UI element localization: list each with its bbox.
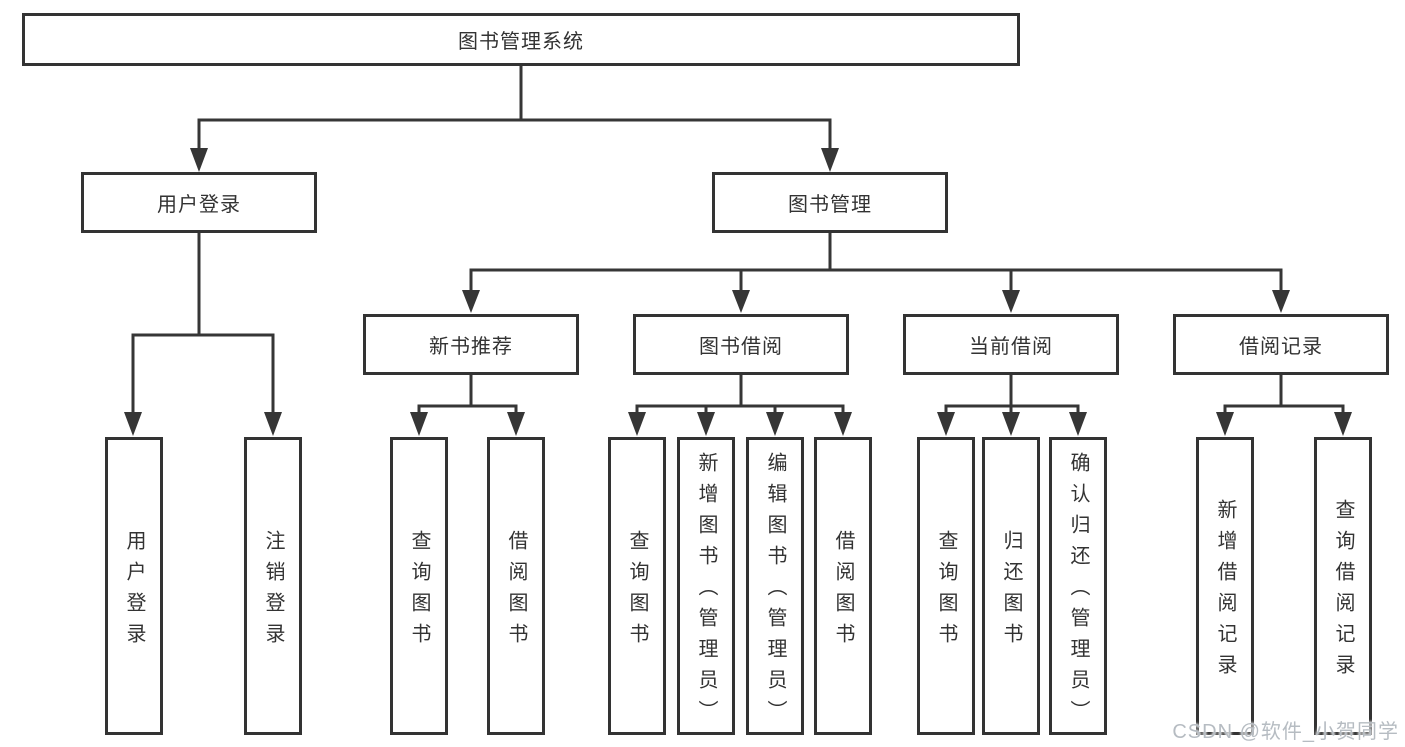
leaf-label: 归还图书 — [1000, 529, 1022, 654]
leaf-confirm-return-admin: 确认归还（管理员） — [1049, 437, 1107, 735]
leaf-query-books-current: 查询图书 — [917, 437, 975, 735]
leaf-label: 注销登录 — [262, 529, 284, 654]
leaf-label: 确认归还（管理员） — [1067, 452, 1089, 731]
leaf-label: 新增借阅记录 — [1214, 498, 1236, 685]
leaf-label: 借阅图书 — [832, 529, 854, 654]
leaf-query-books-borrow: 查询图书 — [608, 437, 666, 735]
leaf-add-books-admin: 新增图书（管理员） — [677, 437, 735, 735]
leaf-label: 查询图书 — [935, 529, 957, 654]
leaf-add-borrow-record: 新增借阅记录 — [1196, 437, 1254, 735]
leaf-return-books: 归还图书 — [982, 437, 1040, 735]
node-book-management: 图书管理 — [712, 172, 948, 233]
leaf-label: 查询借阅记录 — [1332, 498, 1354, 685]
leaf-label: 新增图书（管理员） — [695, 452, 717, 731]
leaf-borrow-books-recommend: 借阅图书 — [487, 437, 545, 735]
leaf-query-books-recommend: 查询图书 — [390, 437, 448, 735]
leaf-query-borrow-record: 查询借阅记录 — [1314, 437, 1372, 735]
leaf-edit-books-admin: 编辑图书（管理员） — [746, 437, 804, 735]
csdn-watermark: CSDN @软件_小贺同学 — [1172, 721, 1399, 743]
leaf-label: 查询图书 — [626, 529, 648, 654]
leaf-label: 编辑图书（管理员） — [764, 452, 786, 731]
leaf-user-login: 用户登录 — [105, 437, 163, 735]
node-borrowing-records: 借阅记录 — [1173, 314, 1389, 375]
leaf-label: 用户登录 — [123, 529, 145, 654]
node-current-borrowing: 当前借阅 — [903, 314, 1119, 375]
leaf-label: 借阅图书 — [505, 529, 527, 654]
node-user-login: 用户登录 — [81, 172, 317, 233]
leaf-logout: 注销登录 — [244, 437, 302, 735]
arrowhead-icons — [124, 148, 1352, 436]
leaf-borrow-books: 借阅图书 — [814, 437, 872, 735]
node-book-borrowing: 图书借阅 — [633, 314, 849, 375]
node-new-book-recommend: 新书推荐 — [363, 314, 579, 375]
connector-lines — [131, 66, 1345, 414]
node-library-management-system: 图书管理系统 — [22, 13, 1020, 66]
leaf-label: 查询图书 — [408, 529, 430, 654]
